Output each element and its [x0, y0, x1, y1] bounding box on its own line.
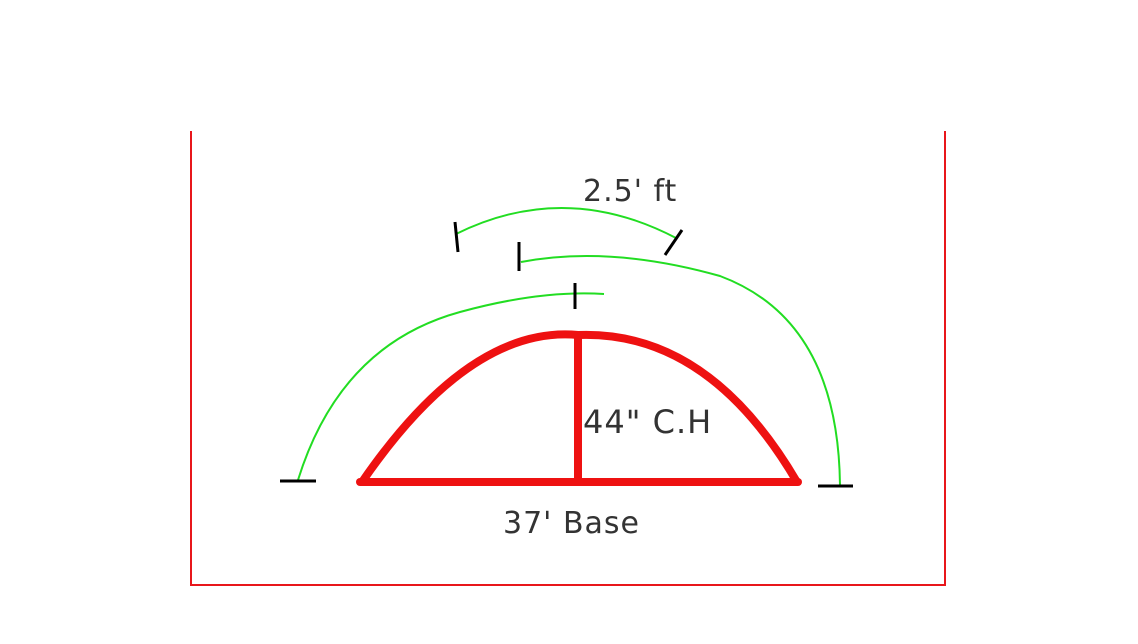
center-height-label: 44" C.H [583, 403, 712, 441]
arch-curve [358, 330, 801, 485]
top-guide-arc [455, 207, 677, 239]
top-arc-left-tick [453, 221, 460, 253]
left-guide-arc [297, 292, 605, 481]
base-label: 37' Base [503, 506, 640, 541]
arc-width-label: 2.5' ft [583, 174, 677, 209]
frame-border [190, 131, 946, 586]
right-guide-arc [520, 255, 841, 486]
top-arc-right-tick [663, 229, 684, 256]
